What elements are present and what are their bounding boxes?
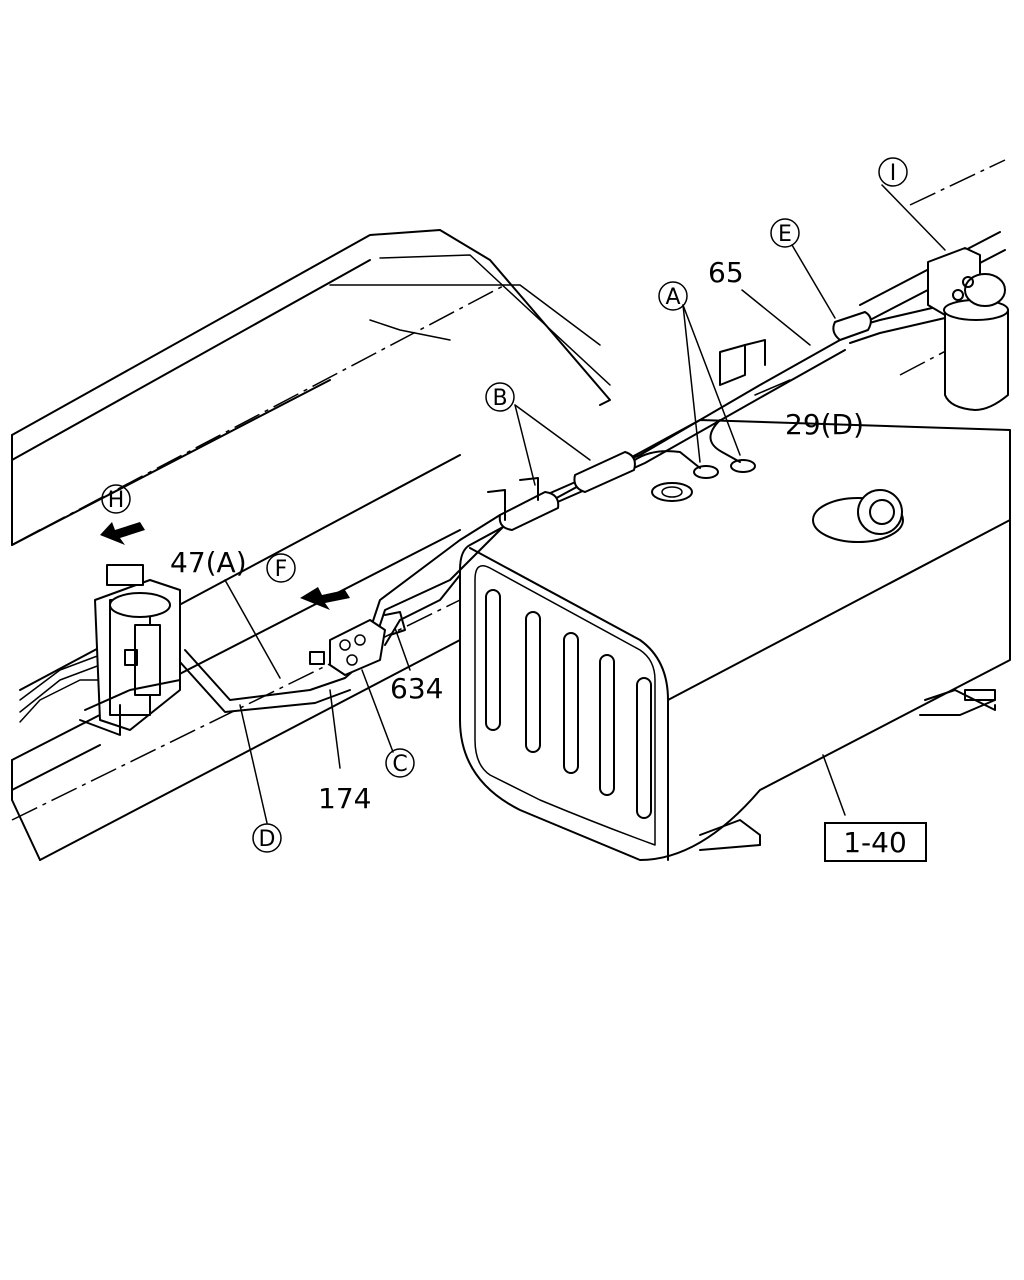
frame-brackets [487,339,766,521]
callout-F-label: F [275,557,288,582]
hose-sleeves [498,311,872,531]
part-label-29d: 29(D) [785,408,864,441]
callout-A-label: A [665,285,680,310]
callout-C-label: C [392,752,407,777]
callout-E-label: E [778,222,792,247]
callout-F: F [266,553,296,583]
part-label-174: 174 [318,782,371,815]
part-label-65: 65 [708,256,744,289]
frame-rail-upper [11,229,611,546]
leader-lines [224,184,946,824]
tank-brackets [699,689,996,851]
callout-H-label: H [108,488,125,513]
junction-block [309,611,406,676]
callout-I: I [878,157,908,187]
callout-B-label: B [492,386,507,411]
fuel-filter-left [79,564,181,736]
callout-I-label: I [890,161,897,186]
part-label-47a: 47(A) [170,546,247,579]
callout-H: H [101,484,131,514]
arrow-H [100,522,145,545]
callout-D: D [252,823,282,853]
fuel-tank [459,419,1011,861]
arrow-F [300,587,350,610]
callout-B: B [485,382,515,412]
part-label-634: 634 [390,672,443,705]
reference-box[interactable]: 1-40 [824,822,927,862]
callout-C: C [385,748,415,778]
callout-A: A [658,281,688,311]
reference-label: 1-40 [843,826,907,859]
fuel-filter-right [927,247,1009,411]
callout-D-label: D [259,827,276,852]
callout-E: E [770,218,800,248]
